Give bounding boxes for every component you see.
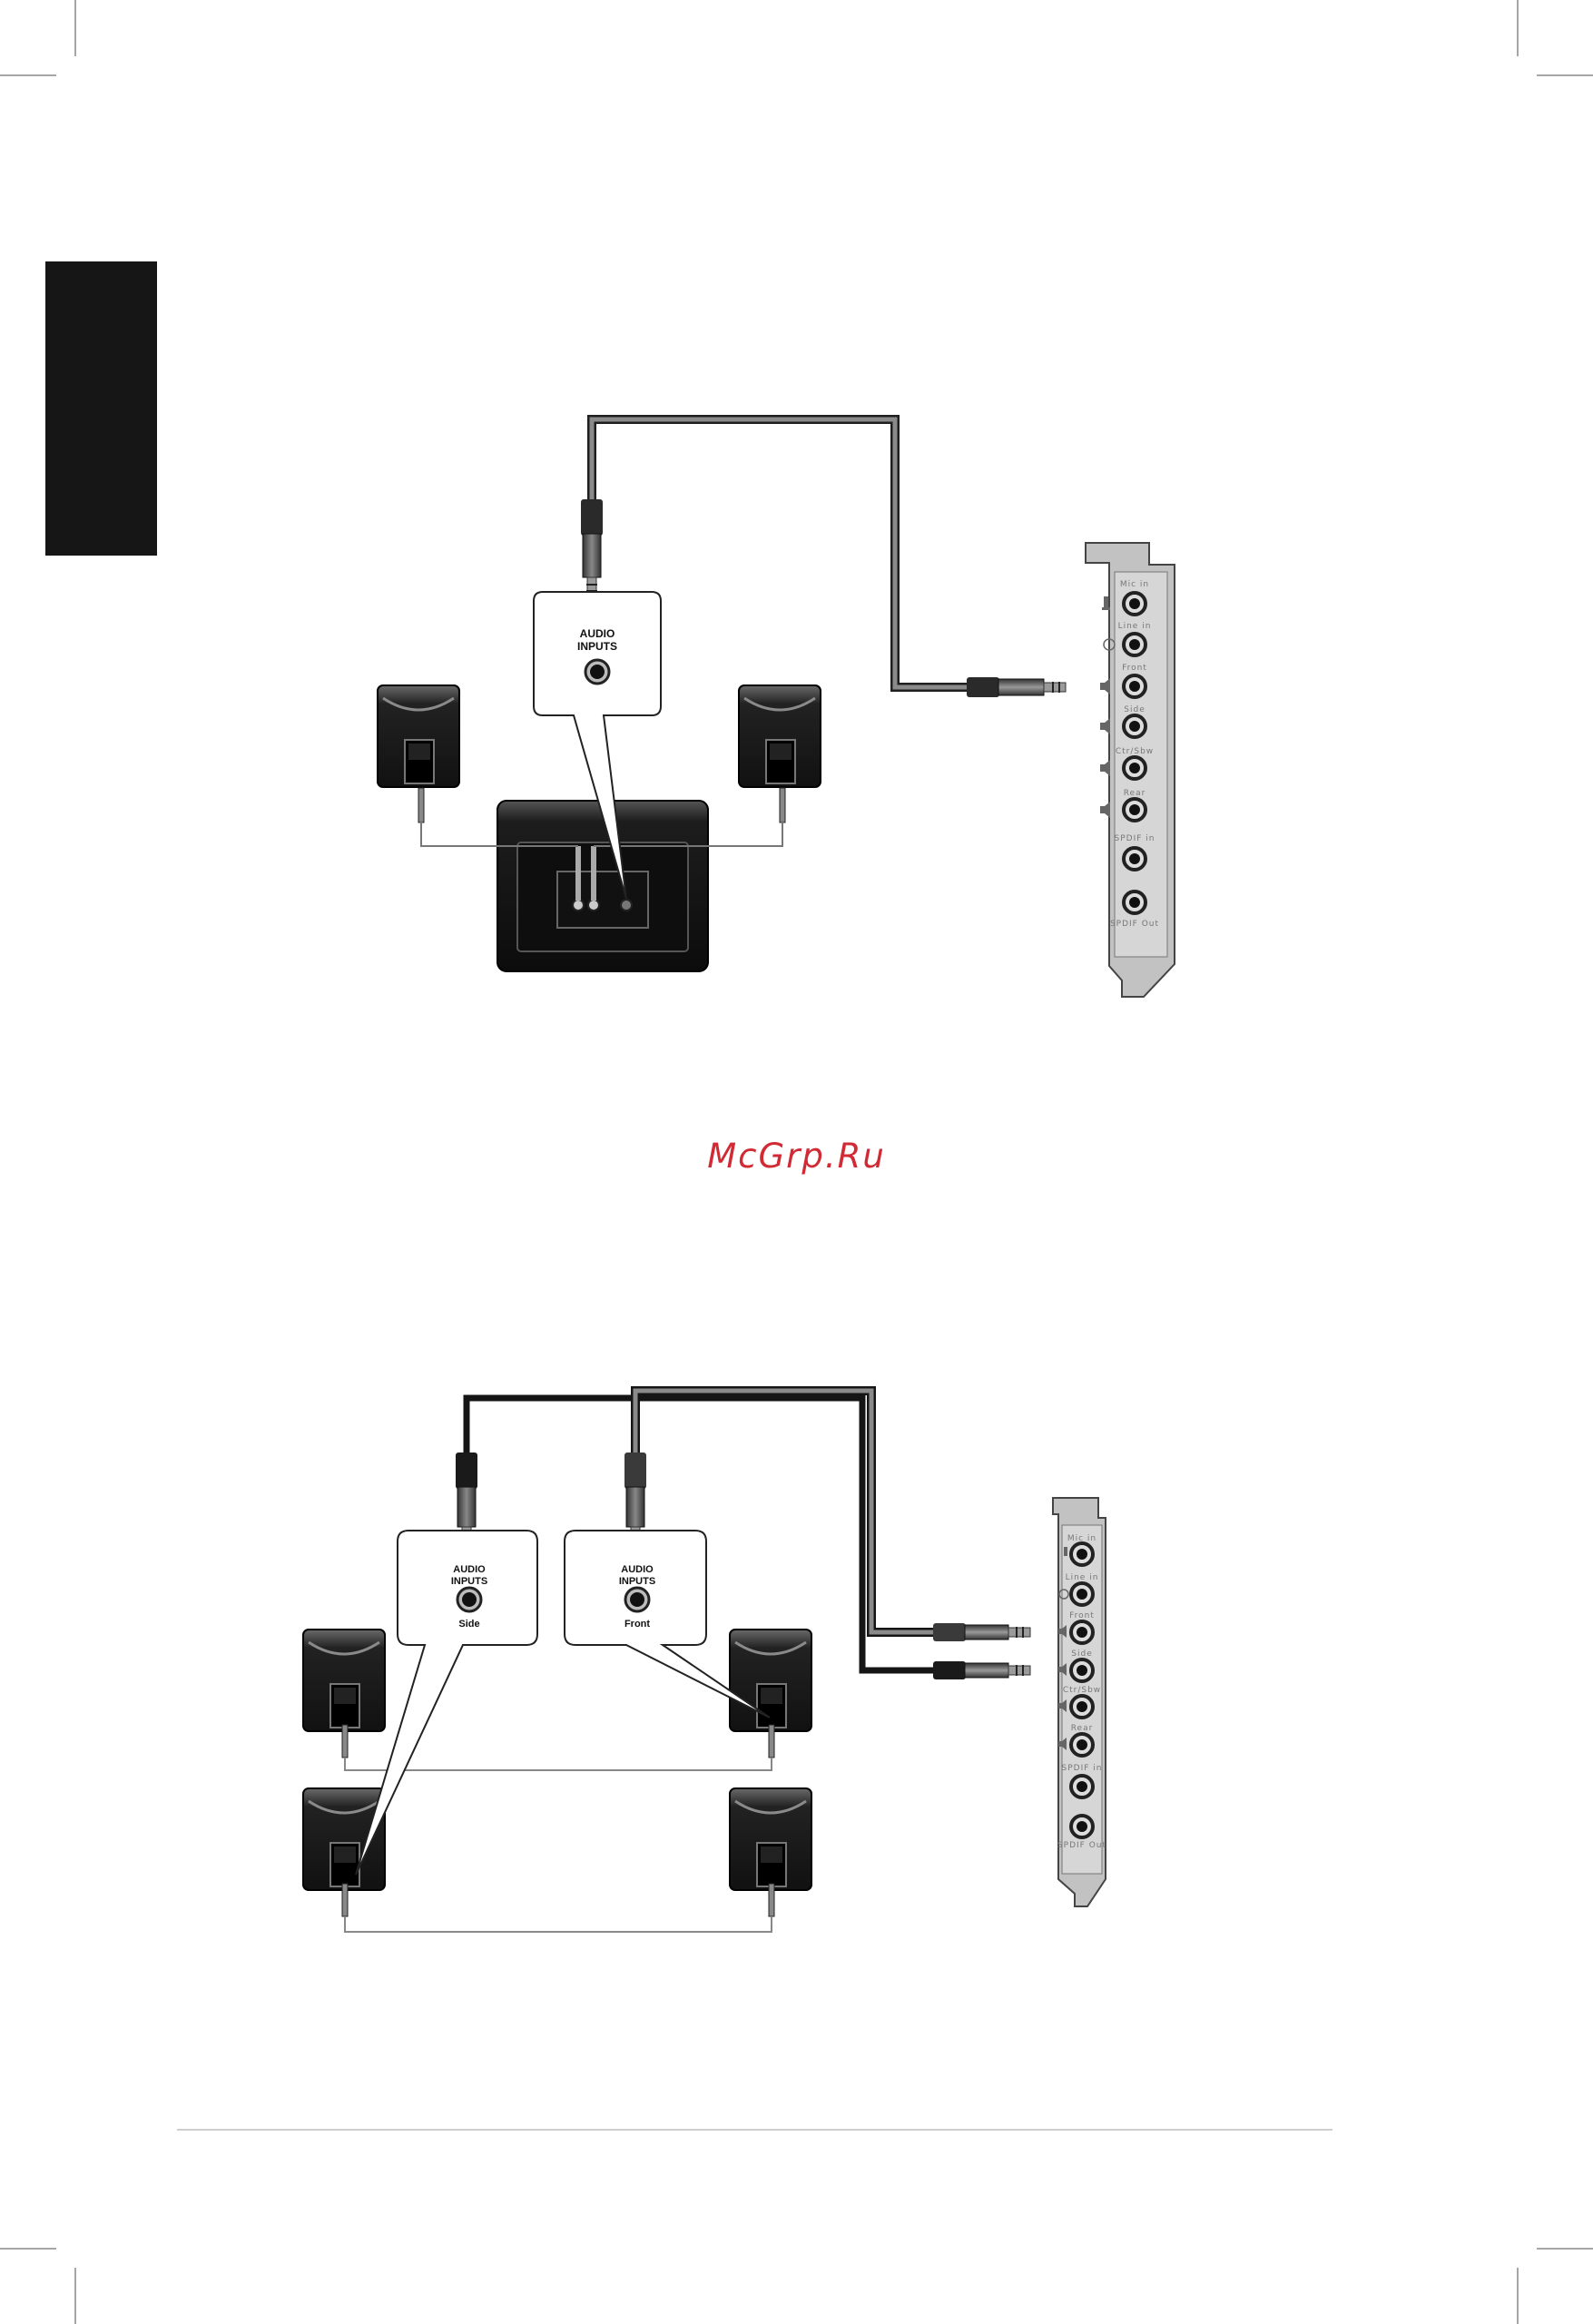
speaker-jack-icon xyxy=(1100,760,1110,776)
diagram-4-speakers: AUDIO INPUTS Side AUDIO INPUTS Front Mic xyxy=(303,1391,1106,1932)
callout-line2: INPUTS xyxy=(577,640,617,653)
port-label: SPDIF Out xyxy=(1057,1841,1106,1850)
speaker-jack-icon xyxy=(1100,678,1110,694)
port-line-in xyxy=(1071,1583,1093,1605)
callout-caption: Front xyxy=(624,1619,650,1630)
callout-line1: AUDIO xyxy=(580,627,615,640)
diagram-2-1-speakers: AUDIO INPUTS Mic in Line in Front Side C… xyxy=(378,419,1175,997)
port-rear xyxy=(1071,1734,1093,1756)
port-front xyxy=(1071,1621,1093,1643)
port-label: SPDIF in xyxy=(1115,834,1155,843)
port-label: Ctr/Sbw xyxy=(1063,1686,1101,1695)
port-label: Side xyxy=(1124,705,1145,714)
port-label: Front xyxy=(1069,1611,1095,1620)
watermark-text: McGrp.Ru xyxy=(0,1137,1593,1176)
speaker-wire xyxy=(345,1916,772,1932)
port-label: SPDIF Out xyxy=(1110,920,1159,929)
port-label: Mic in xyxy=(1067,1534,1096,1543)
port-mic-in xyxy=(1071,1543,1093,1565)
audio-input-jack xyxy=(585,660,609,684)
subwoofer-amplifier xyxy=(497,801,708,971)
port-spdif-out xyxy=(1071,1816,1093,1837)
port-ctr-sbw xyxy=(1071,1696,1093,1718)
audio-input-jack xyxy=(457,1588,481,1611)
port-front xyxy=(1124,675,1146,697)
port-side xyxy=(1071,1659,1093,1681)
port-ctr-sbw xyxy=(1124,757,1146,779)
port-line-in xyxy=(1124,634,1146,655)
microphone-icon xyxy=(1064,1547,1067,1556)
audio-plug-card xyxy=(967,677,1066,697)
speaker-left xyxy=(378,685,459,822)
audio-plug-card-side xyxy=(933,1661,1030,1679)
callout-line1: AUDIO xyxy=(621,1564,654,1575)
speaker-side-right xyxy=(730,1788,811,1890)
speaker-front-left xyxy=(303,1630,385,1731)
port-label: Line in xyxy=(1118,622,1152,631)
callout-caption: Side xyxy=(458,1619,479,1630)
port-label: Ctr/Sbw xyxy=(1116,747,1154,756)
port-rear xyxy=(1124,799,1146,821)
port-spdif-in xyxy=(1071,1776,1093,1797)
speaker-right xyxy=(739,685,821,822)
callout-line2: INPUTS xyxy=(451,1576,487,1587)
port-label: Line in xyxy=(1066,1573,1099,1582)
port-label: Side xyxy=(1071,1649,1092,1659)
audio-input-jack xyxy=(625,1588,649,1611)
speaker-jack-icon xyxy=(1100,802,1110,818)
sound-card-bracket-2: Mic in Line in Front Side Ctr/Sbw Rear S… xyxy=(1053,1498,1106,1906)
port-spdif-in xyxy=(1124,848,1146,870)
port-label: SPDIF in xyxy=(1062,1764,1103,1773)
port-label: Front xyxy=(1122,664,1147,673)
port-side xyxy=(1124,715,1146,737)
port-mic-in xyxy=(1124,593,1146,615)
sound-card-bracket: Mic in Line in Front Side Ctr/Sbw Rear S… xyxy=(1086,543,1175,997)
port-label: Rear xyxy=(1124,789,1146,798)
audio-plug-card-front xyxy=(933,1623,1030,1641)
language-tab xyxy=(45,261,157,556)
speaker-jack-icon xyxy=(1100,718,1110,734)
callout-line1: AUDIO xyxy=(453,1564,486,1575)
audio-plug xyxy=(581,499,603,597)
port-label: Mic in xyxy=(1120,580,1149,589)
port-spdif-out xyxy=(1124,891,1146,913)
port-label: Rear xyxy=(1071,1724,1094,1733)
speaker-front-right xyxy=(730,1630,811,1731)
callout-line2: INPUTS xyxy=(619,1576,655,1587)
